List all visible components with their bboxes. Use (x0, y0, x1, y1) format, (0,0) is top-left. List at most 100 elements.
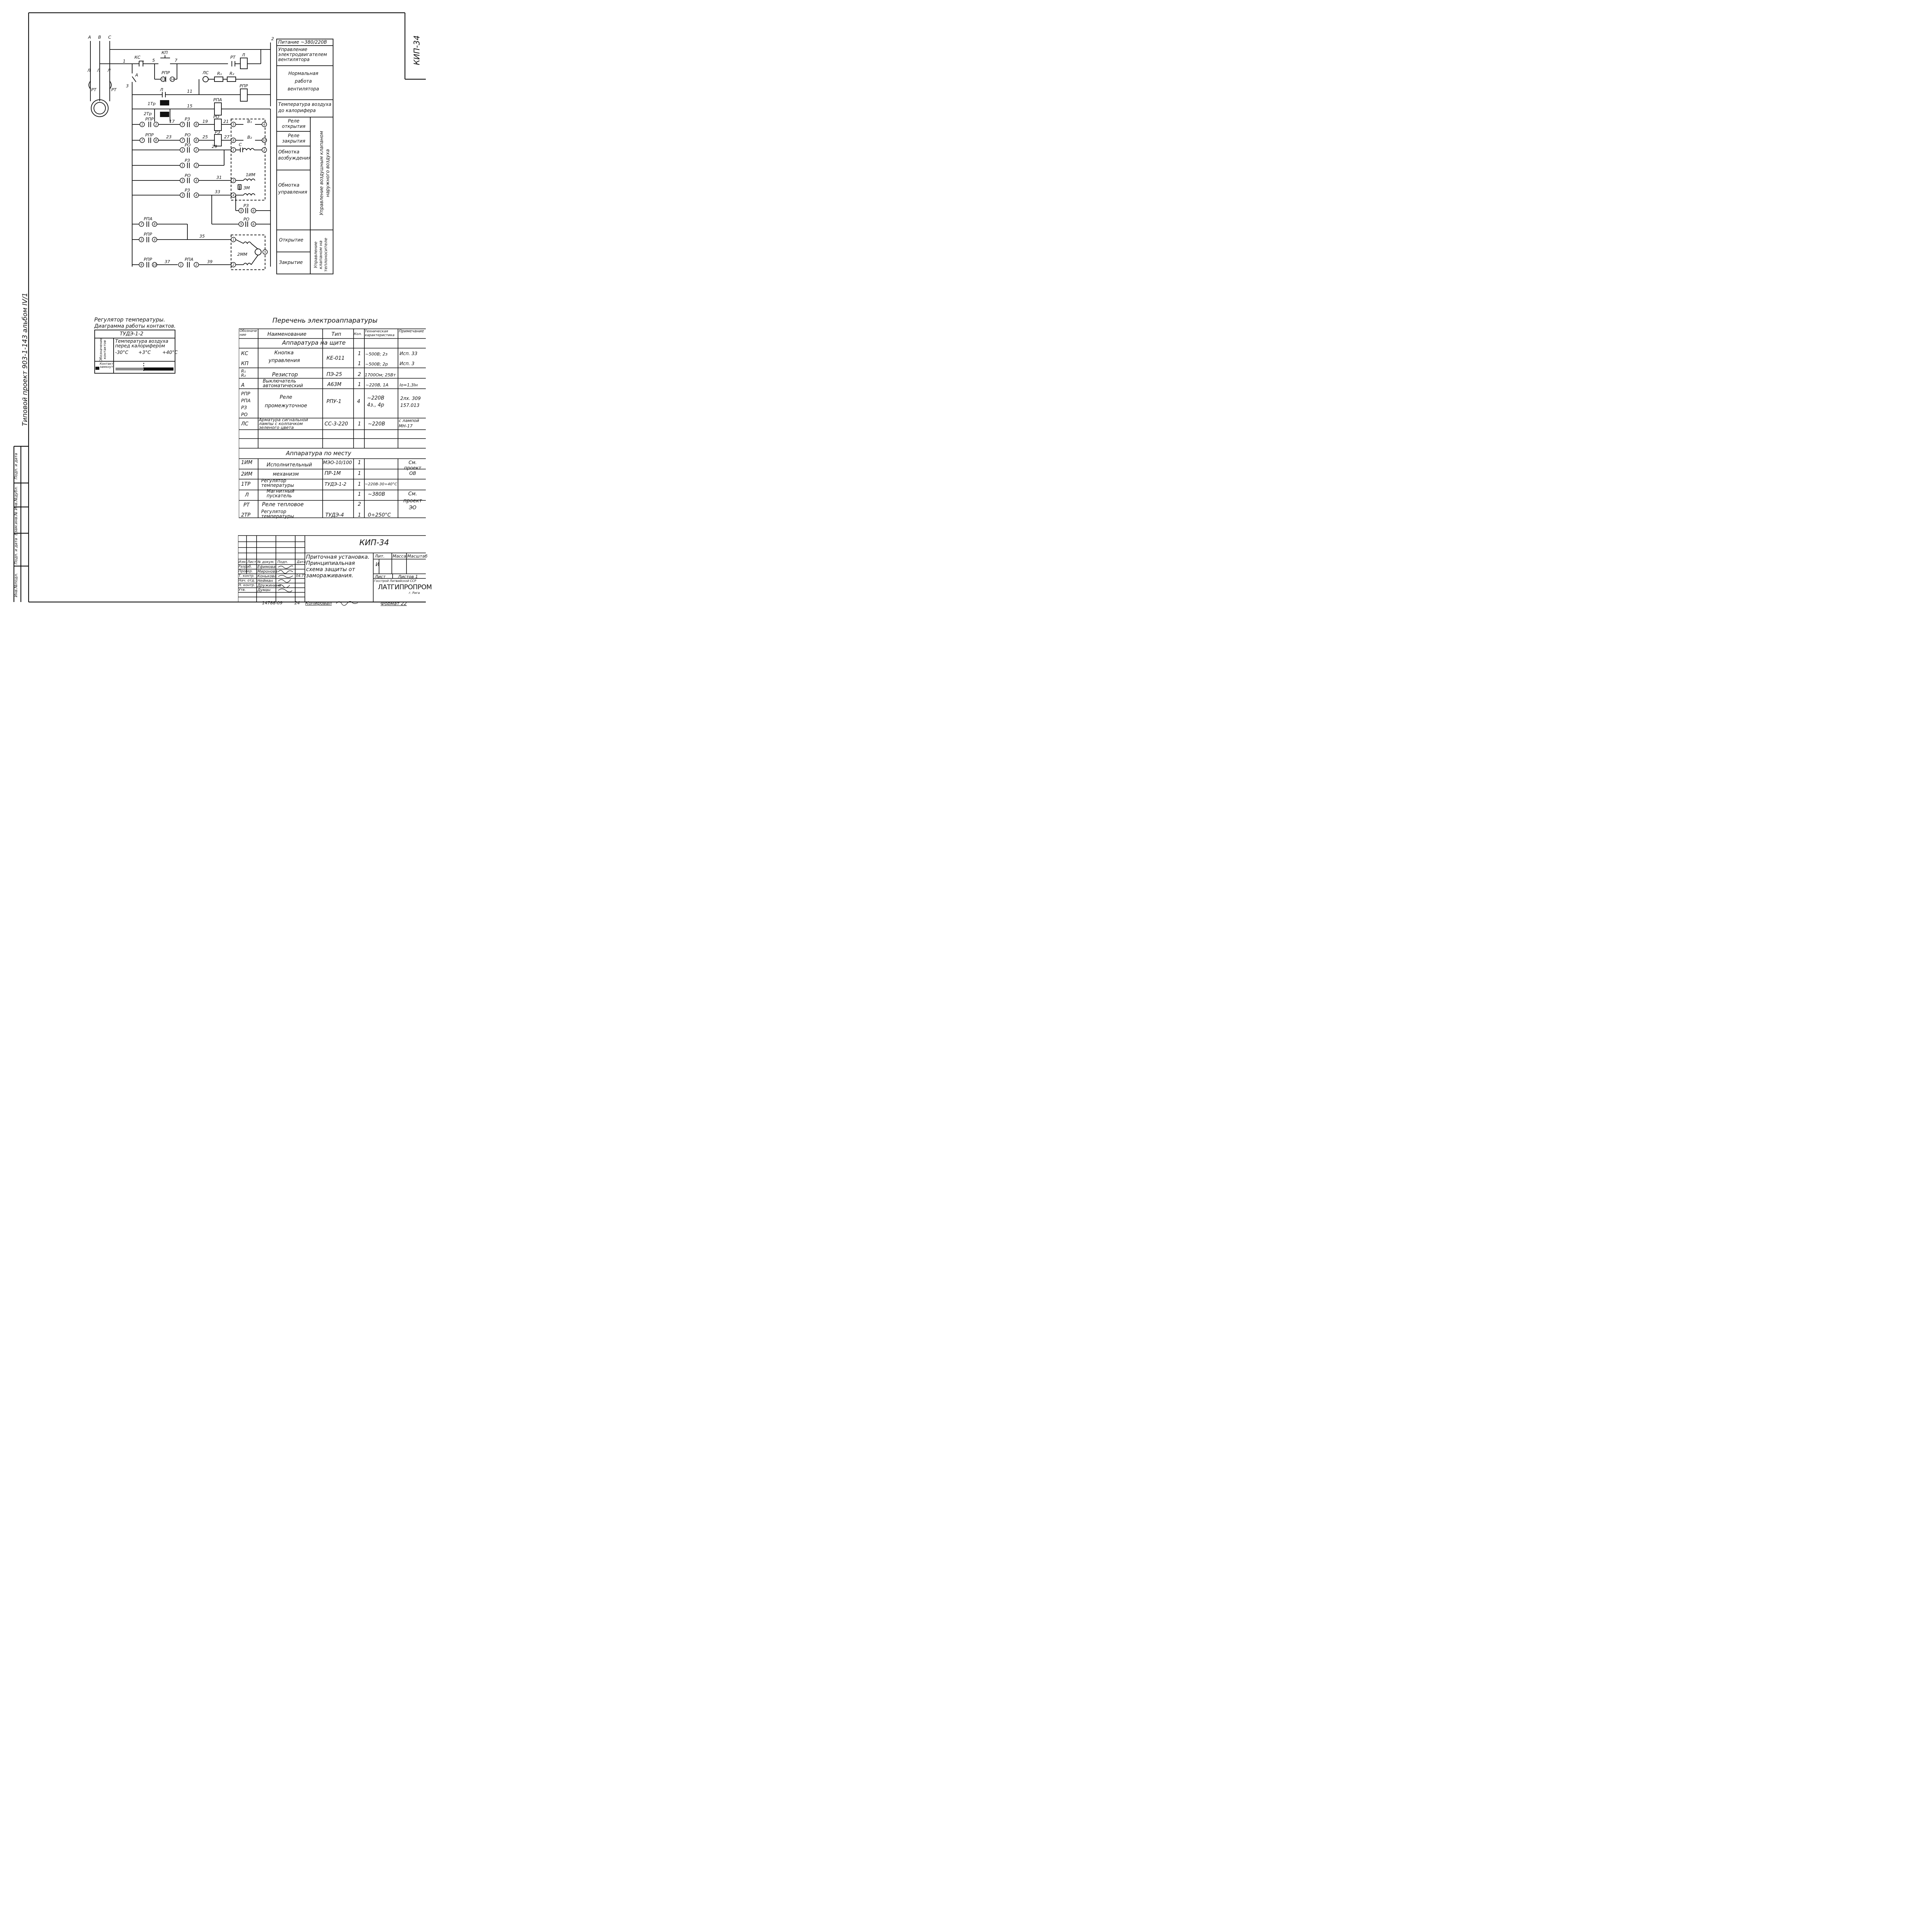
terminal-num: 8 (195, 123, 197, 126)
stamp-side-5: Подп. и дата (14, 453, 19, 480)
eq-row-2im-qty: 1 (358, 471, 361, 476)
title-sheet: Лист (375, 574, 386, 579)
phase-c: С (108, 35, 111, 40)
terminal-num: 7 (140, 223, 143, 226)
stamp-side-2: Подп. и дата (14, 538, 19, 565)
regulator-head: Температура воздуха перед калорифером (115, 338, 168, 349)
label-zm: ЗМ (243, 185, 250, 190)
eq-row-l-note: См. проект ЭО (403, 491, 422, 511)
eq-row-l-qty: 1 (358, 492, 361, 497)
eq-row-2im-name: механизм (273, 471, 299, 477)
eq-row-1tr-qty: 1 (358, 481, 361, 487)
eq-row-l-spec: ~380В (368, 492, 385, 497)
title-role-6: Утв. (238, 588, 246, 592)
eq-head-spec: Техническая характеристика (365, 330, 395, 337)
label-rpr-coil: РПР (240, 83, 248, 88)
title-hdr-doc: № докум. (257, 560, 275, 564)
terminal-num: 4 (195, 179, 197, 182)
title-hdr-date: Дата (297, 560, 306, 564)
legend-power: Питание ~380/220В (278, 39, 327, 45)
regulator-model: ТУДЭ-1-2 (120, 331, 144, 337)
terminal-num: 3 (232, 179, 234, 182)
terminal-num: 8 (195, 139, 197, 142)
title-date: 04.77 (296, 574, 306, 578)
eq-row-a-code: А (241, 383, 245, 388)
legend-open-relay: Реле открытия (282, 118, 306, 129)
stamp-side-1: Инв.№подл. (14, 573, 19, 597)
signature-scribbles (278, 565, 293, 592)
terminal-num: 1 (232, 148, 234, 152)
terminal-num: 7 (181, 139, 184, 142)
eq-row-rel-type: РПУ-1 (327, 399, 342, 405)
title-person-4: Нейман (257, 579, 273, 583)
copied-label: Копировал (305, 600, 332, 606)
label-b1: В₁ (247, 119, 252, 124)
title-role-3: Т. контр. (238, 574, 255, 578)
thermal-rt-2: РТ (111, 87, 117, 92)
terminal-num: 3 (140, 238, 142, 242)
eq-row-2im-code: 2ИМ (241, 471, 253, 477)
label-kc: КС (134, 55, 141, 60)
eq-row-ls-spec: ~220В (368, 421, 385, 427)
eq-row-a-qty: 1 (358, 382, 361, 388)
eq-row-kc-type: КЕ-011 (327, 355, 345, 361)
title-role-2: Провер. (238, 570, 253, 573)
terminal-num: 1 (181, 164, 183, 167)
label-2mm: 2ММ (237, 252, 247, 257)
eq-row-kc-note: Исп. 33 (400, 351, 418, 356)
contactor-l-2: Л (97, 68, 100, 73)
eq-row-kp-code: КП (241, 361, 249, 367)
terminal-num: 13 (161, 78, 165, 81)
label-rpr-top: РПР (162, 70, 170, 75)
eq-row-kp-name: управления (269, 358, 300, 364)
title-hdr-sign: Подп. (277, 560, 288, 564)
eq-row-1tr-type: ТУДЭ-1-2 (325, 481, 347, 487)
label-switch-a: А (135, 73, 138, 78)
terminal-num: 2 (195, 148, 197, 152)
contactor-l-3: Л (107, 68, 111, 73)
eq-row-rel-code: РПР РПА РЗ РО (241, 391, 251, 417)
eq-head-qty: Кол. (354, 332, 362, 336)
terminal-num: 5 (240, 209, 242, 213)
label-rpa-coil: РПА (213, 97, 222, 102)
title-mass: Масса (393, 554, 406, 559)
eq-row-rel-note: 2лх. 309 157.013 (400, 396, 421, 408)
title-person-2: Миронова (257, 570, 278, 574)
eq-row-1tr-name: Регулятор температуры (261, 478, 294, 488)
wire-27: 27 (224, 134, 230, 139)
eq-row-r-spec: 1700Ом; 25Вт (365, 372, 396, 378)
eq-row-a-spec: ~220В, 1А (366, 383, 389, 388)
terminal-num: 6 (252, 223, 254, 226)
terminal-num: 1 (141, 123, 143, 126)
label-ro-2: РО (185, 143, 191, 148)
label-r1: R₁ (217, 71, 222, 76)
eq-row-kp-qty: 1 (358, 361, 361, 367)
eq-row-1im-note: См. проект ОВ (404, 460, 422, 476)
title-code: КИП-34 (359, 538, 389, 547)
terminal-num: 2 (195, 263, 197, 267)
wire-19: 19 (202, 119, 208, 124)
wire-15: 15 (187, 104, 192, 109)
terminal-num: 7 (141, 139, 143, 142)
label-rz-coil: РЗ (215, 130, 220, 135)
side-project-text: Типовой проект 903-1-143 альбом IV/1 (21, 293, 29, 426)
eq-head-name: Наименование (267, 332, 307, 337)
label-rz-1: РЗ (185, 117, 190, 122)
eq-row-1im-code: 1ИМ (241, 460, 253, 466)
regulator-t2: +3°С (138, 350, 151, 355)
label-c: С (239, 142, 242, 147)
format-label: Формат 22 (381, 601, 407, 606)
eq-row-ls-type: СС-3-220 (325, 421, 348, 427)
legend-fan-control: Управление электродвигателем вентилятора (278, 47, 327, 62)
title-person-3: Конькова (257, 574, 277, 578)
label-r2: R₂ (230, 71, 235, 76)
eq-row-ls-code: ЛС (241, 421, 248, 427)
eq-row-a-name: Выключатель автоматический (263, 378, 303, 388)
terminal-num: 5 (232, 123, 234, 126)
regulator-title-2: Диаграмма работы контактов. (94, 323, 176, 329)
eq-row-1im-type: МЭО-10/100 (323, 460, 352, 465)
terminal-num: 14 (170, 78, 174, 81)
eq-head-type: Тип (332, 332, 341, 337)
label-1im: 1ИМ (246, 172, 255, 177)
eq-row-kc-qty: 1 (358, 351, 361, 357)
